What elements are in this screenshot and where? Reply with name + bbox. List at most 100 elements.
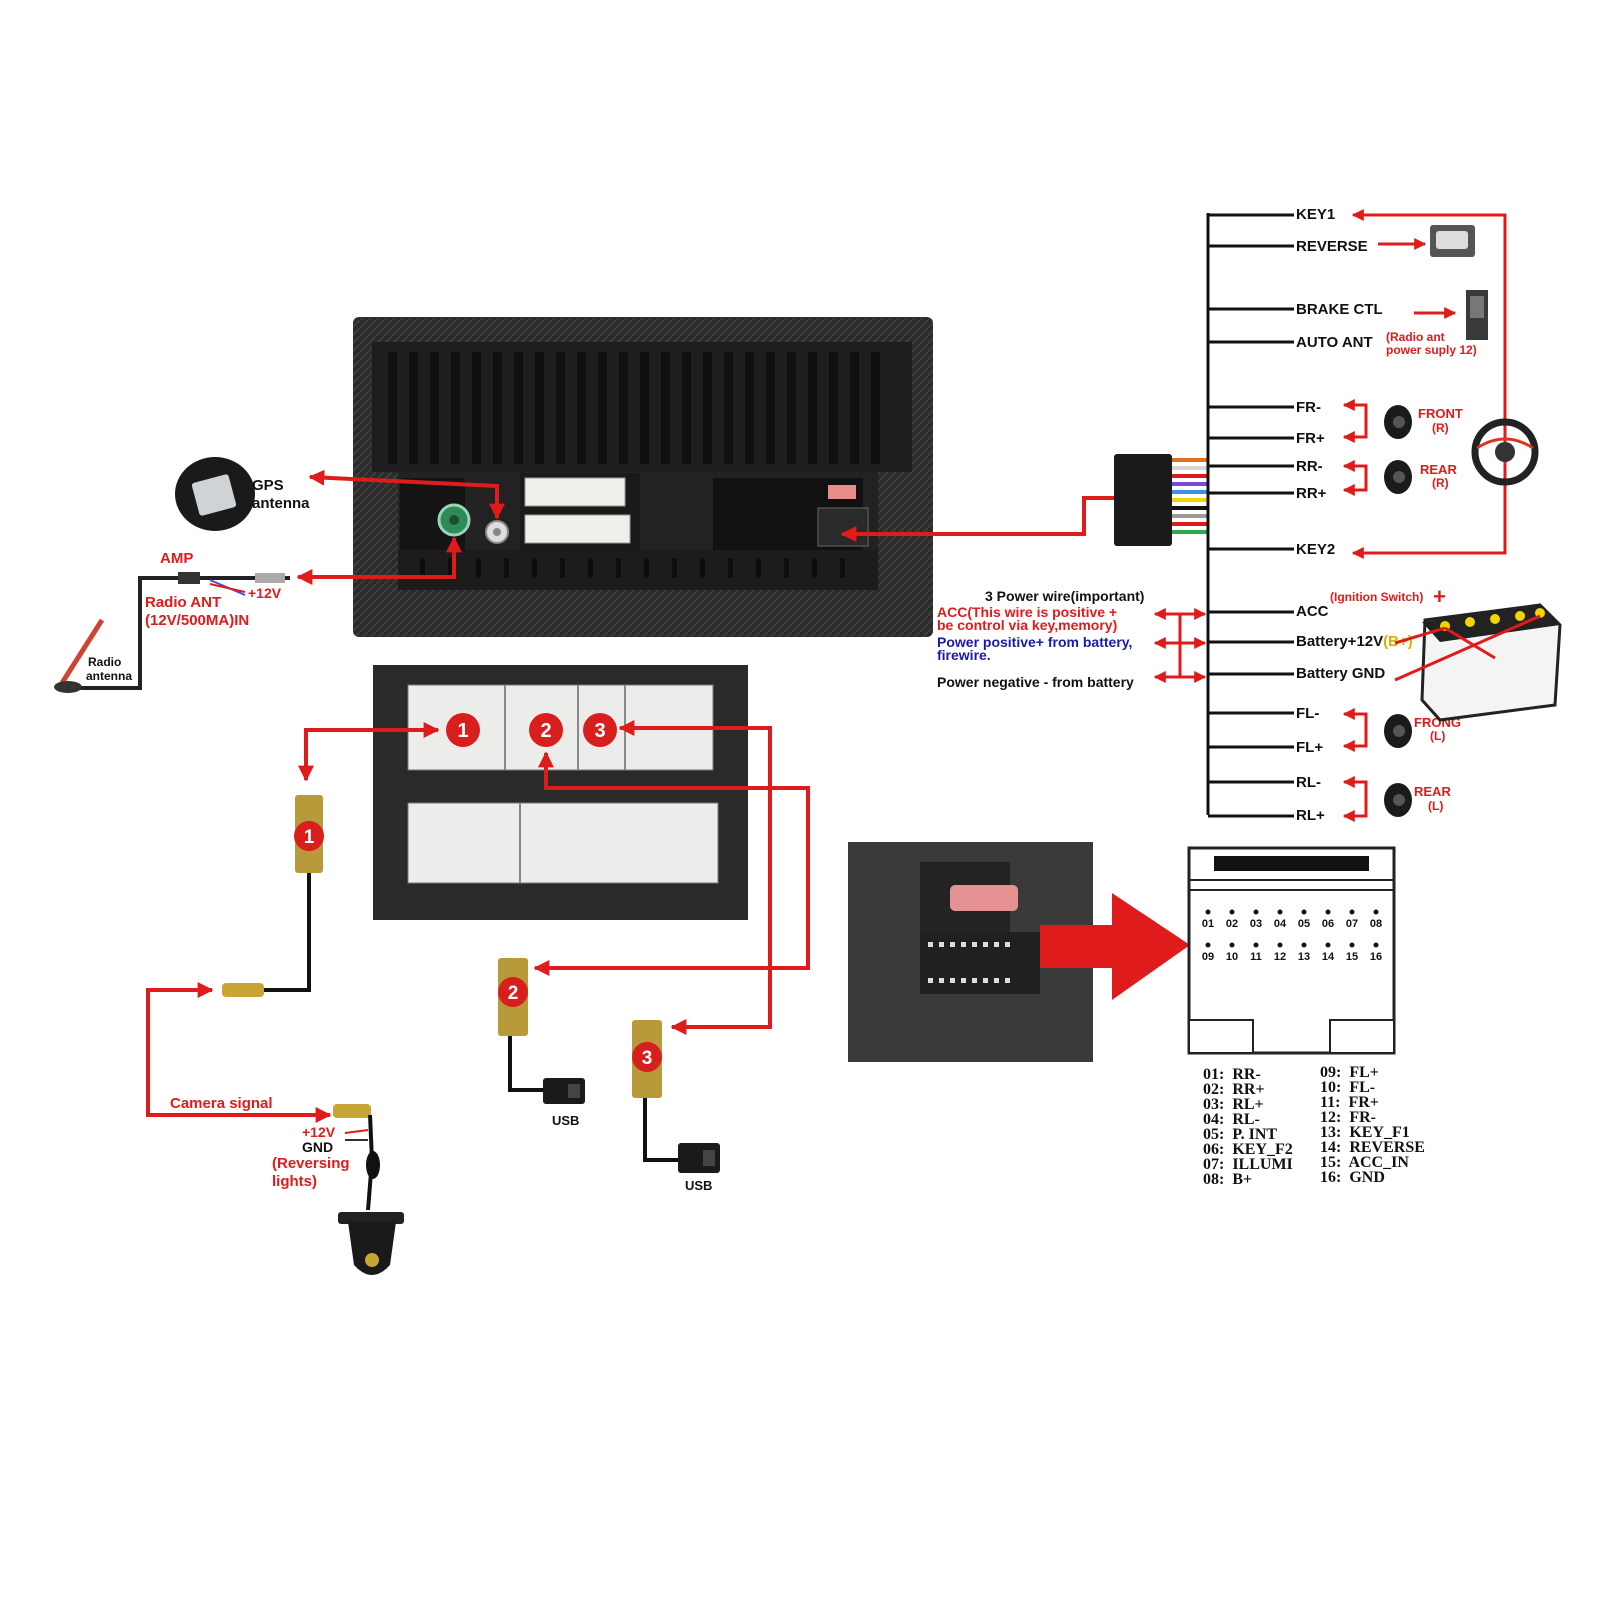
front-right-speaker-icon: [1384, 405, 1412, 439]
acc-label: ACC: [1296, 603, 1329, 620]
amp-label: AMP: [160, 550, 193, 567]
rl-plus-label: RL+: [1296, 807, 1325, 824]
radio-antenna-port: [485, 520, 509, 544]
heatsink-fins: [388, 352, 880, 464]
rear-right-speaker-bracket: [1342, 460, 1368, 496]
front-right-speaker-bracket: [1342, 399, 1368, 443]
steering-wheel-icon: [1471, 418, 1539, 486]
rear-right-speaker-icon: [1384, 460, 1412, 494]
usb-connector-3: 3: [632, 1020, 720, 1173]
frong-l-label-2: (L): [1430, 729, 1445, 743]
rear-left-speaker-bracket: [1342, 776, 1368, 822]
pin-list-item: 13: KEY_F1: [1320, 1124, 1410, 1141]
reversing-camera-icon: [338, 1212, 404, 1275]
pin-number: 02: [1226, 918, 1238, 930]
auto-ant-note-2: power suply 12): [1386, 343, 1477, 357]
amp-12v-label: +12V: [248, 585, 282, 601]
rl-minus-label: RL-: [1296, 774, 1321, 791]
radio-antenna-label-2: antenna: [86, 669, 132, 683]
front-left-speaker-icon: [1384, 714, 1412, 748]
power-title: 3 Power wire(important): [985, 588, 1144, 604]
amp-connection-arrow: [296, 536, 462, 585]
camera-reversing-label: (Reversing: [272, 1155, 350, 1172]
pin-list-item: 06: KEY_F2: [1203, 1141, 1293, 1158]
badge-1: 1: [446, 713, 480, 747]
pin-number: 12: [1274, 951, 1286, 963]
camera-gnd-label: GND: [302, 1139, 333, 1155]
rear-l-label-2: (L): [1428, 799, 1443, 813]
harness-to-unit-arrow: [840, 496, 1114, 542]
pin-number: 16: [1370, 951, 1382, 963]
pin-list-item: 14: REVERSE: [1320, 1139, 1425, 1156]
usb-label-3: USB: [685, 1178, 712, 1193]
pin-number: 06: [1322, 918, 1334, 930]
power-positive-note-2: firewire.: [937, 647, 991, 663]
battery-wires: [1394, 614, 1541, 682]
pin-list-item: 15: ACC_IN: [1320, 1154, 1409, 1171]
camera-cable: [333, 1104, 380, 1211]
acc-note-2: be control via key,memory): [937, 617, 1117, 633]
svg-text:1: 1: [457, 720, 468, 742]
pin-list-item: 01: RR-: [1203, 1066, 1261, 1083]
rear-r-label-2: (R): [1432, 476, 1449, 490]
battery-icon: +: [1420, 584, 1562, 722]
battery-plus-sign: +: [1433, 584, 1446, 609]
camera-connector-1: 1: [222, 795, 324, 997]
usb-connector-2: 2: [498, 958, 585, 1104]
reverse-light-icon: [1430, 225, 1475, 257]
pin-list-item: 05: P. INT: [1203, 1126, 1278, 1143]
gps-label-2: antenna: [252, 495, 310, 512]
front-left-speaker-bracket: [1342, 708, 1368, 752]
radio-ant-label: Radio ANT: [145, 594, 221, 611]
pin-list-item: 10: FL-: [1320, 1079, 1376, 1096]
power-negative-note: Power negative - from battery: [937, 674, 1134, 690]
connector-route-1: [298, 722, 440, 782]
fr-plus-label: FR+: [1296, 430, 1325, 447]
pin-number: 10: [1226, 951, 1238, 963]
battery-12v-label: Battery+12V(B+): [1296, 633, 1413, 650]
pin-number: 13: [1298, 951, 1310, 963]
pin-list-item: 04: RL-: [1203, 1111, 1260, 1128]
brake-ctl-label: BRAKE CTL: [1296, 301, 1383, 318]
svg-text:2: 2: [508, 983, 519, 1004]
camera-signal-label: Camera signal: [170, 1095, 273, 1112]
connector-route-2: [533, 751, 810, 976]
gps-port: [437, 503, 471, 537]
power-arrows: [1153, 608, 1207, 683]
front-r-label: FRONT: [1418, 406, 1463, 421]
power-positive-note-1: Power positive+ from battery,: [937, 634, 1132, 650]
pin-number: 04: [1274, 918, 1287, 930]
rr-plus-label: RR+: [1296, 485, 1327, 502]
pin-list-item: 16: GND: [1320, 1169, 1385, 1186]
pin-number: 05: [1298, 918, 1310, 930]
amp-cable: [70, 572, 290, 690]
pin-number: 07: [1346, 918, 1358, 930]
pin-number: 14: [1322, 951, 1335, 963]
radio-antenna-icon: [54, 618, 105, 693]
usb-label-2: USB: [552, 1113, 579, 1128]
zoom-arrow: [1040, 893, 1190, 1000]
pin-number: 01: [1202, 918, 1214, 930]
rr-minus-label: RR-: [1296, 458, 1323, 475]
connector-route-3: [618, 720, 772, 1035]
key1-label: KEY1: [1296, 206, 1335, 223]
harness-taps: [1208, 213, 1294, 818]
connector-closeup: [373, 665, 748, 920]
rear-l-label: REAR: [1414, 784, 1451, 799]
pin-list-item: 02: RR+: [1203, 1081, 1265, 1098]
battery-gnd-label: Battery GND: [1296, 665, 1385, 682]
svg-text:2: 2: [540, 720, 551, 742]
rear-left-speaker-icon: [1384, 783, 1412, 817]
harness-plug: [1114, 454, 1208, 546]
svg-text:3: 3: [594, 720, 605, 742]
reverse-label: REVERSE: [1296, 238, 1368, 255]
radio-ant-label-2: (12V/500MA)IN: [145, 612, 249, 629]
gps-connection-arrow: [308, 469, 505, 520]
badge-3: 3: [583, 713, 617, 747]
fl-minus-label: FL-: [1296, 705, 1319, 722]
camera-signal-route: [146, 982, 332, 1123]
